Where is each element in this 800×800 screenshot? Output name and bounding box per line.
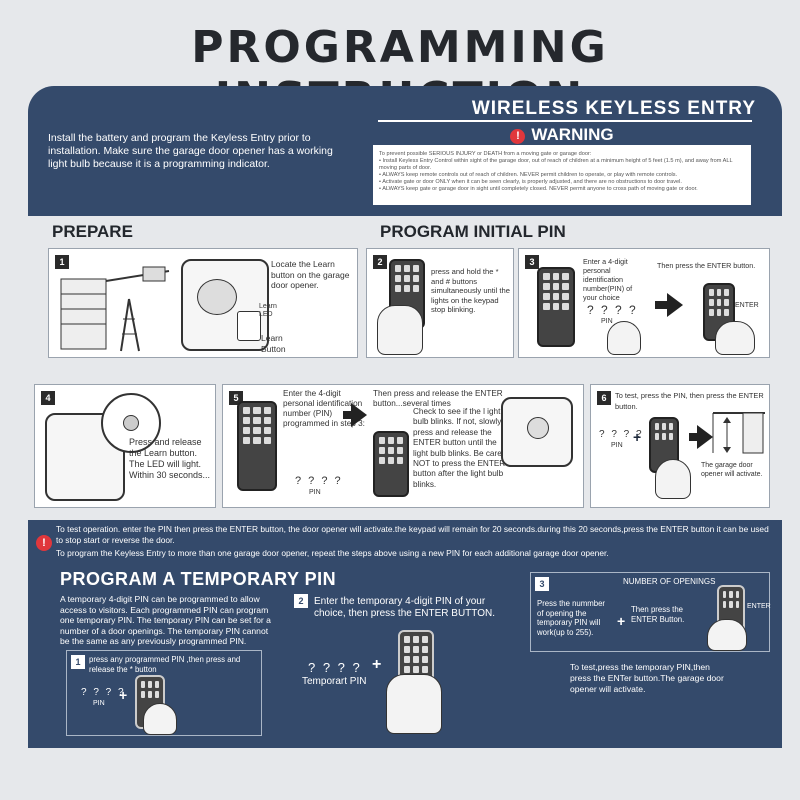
- warning-box: ! WARNING To prevent possible SERIOUS INJ…: [372, 124, 752, 206]
- step-number: 1: [71, 655, 85, 669]
- header-subtitle: WIRELESS KEYLESS ENTRY: [471, 98, 756, 119]
- pin-label: PIN: [93, 700, 105, 707]
- pin-label: PIN: [611, 442, 623, 449]
- warning-item: • Install Keyless Entry Control within s…: [379, 158, 733, 171]
- step-number: 2: [373, 255, 387, 269]
- plus-icon: +: [119, 687, 128, 703]
- step-number: 1: [55, 255, 69, 269]
- temporary-step-1: 1 press any programmed PIN ,then press a…: [66, 650, 262, 736]
- keypad-icon: [373, 431, 409, 497]
- openings-heading: NUMBER OF OPENINGS: [623, 577, 716, 586]
- arrow-icon: [655, 301, 667, 309]
- hand-icon: [715, 321, 755, 355]
- initial-pin-step-2: 2 press and hold the * and # buttons sim…: [366, 248, 514, 358]
- temp-step-2-text: Enter the temporary 4-digit PIN of your …: [314, 596, 495, 619]
- pin-placeholder: ? ? ? ?: [295, 475, 343, 487]
- note-line: To program the Keyless Entry to more tha…: [56, 548, 609, 558]
- step-number: 2: [294, 594, 308, 608]
- step-6-text: To test, press the PIN, then press the E…: [615, 391, 764, 411]
- keypad-icon: [237, 401, 277, 491]
- temporary-description: A temporary 4-digit PIN can be programme…: [60, 594, 271, 646]
- step-6-result: The garage door opener will activate.: [701, 462, 763, 478]
- arrow-icon: [689, 433, 697, 441]
- temp-step-3-then: Then press the ENTER Button.: [631, 605, 685, 624]
- initial-pin-heading: PROGRAM INITIAL PIN: [380, 222, 566, 241]
- warning-item: • ALWAYS keep gate or garage door in sig…: [379, 186, 698, 192]
- temp-step-3-text: Press the nummber of opening the tempora…: [537, 599, 606, 637]
- header-divider: [378, 120, 752, 122]
- step-4-text: Press and release the Learn button. The …: [129, 437, 211, 480]
- zoom-circle-icon: [101, 393, 161, 453]
- step-1-text: Locate the Learn button on the garage do…: [271, 259, 350, 290]
- temporary-step-3: 3 NUMBER OF OPENINGS Press the nummber o…: [530, 572, 771, 652]
- arrow-head-icon: [697, 425, 713, 449]
- pin-label: Temporart PIN: [302, 676, 367, 687]
- step-3-then: Then press the ENTER button.: [657, 261, 756, 270]
- alert-icon: !: [36, 535, 52, 551]
- notes-text: To test operation. enter the PIN then pr…: [56, 524, 776, 559]
- pin-placeholder: ? ? ? ?: [587, 303, 638, 317]
- step-number: 3: [525, 255, 539, 269]
- arrow-icon: [343, 411, 351, 419]
- finger-icon: [607, 321, 641, 355]
- plus-icon: +: [617, 613, 626, 629]
- warning-heading: WARNING: [531, 125, 614, 144]
- initial-pin-step-5: 5 Enter the 4-digit personal identificat…: [222, 384, 584, 508]
- initial-pin-step-3: 3 Enter a 4-digit personal identificatio…: [518, 248, 770, 358]
- warning-item: To prevent possible SERIOUS INJURY or DE…: [379, 151, 592, 157]
- prepare-step-1: 1 Locate the Learn button on the garage …: [48, 248, 358, 358]
- keypad-icon: [537, 267, 575, 347]
- step-number: 4: [41, 391, 55, 405]
- warning-bar: ! WARNING: [373, 125, 751, 145]
- learn-button-label: Learn Button: [261, 333, 286, 354]
- pin-placeholder: ? ? ? ?: [599, 429, 644, 440]
- learn-led-label: Learn LED: [259, 303, 277, 318]
- warning-list: To prevent possible SERIOUS INJURY or DE…: [379, 151, 747, 193]
- hand-icon: [143, 703, 177, 735]
- garage-illustration: [60, 266, 170, 352]
- learn-button-icon: [123, 415, 139, 431]
- pin-label: PIN: [601, 318, 613, 325]
- intro-text: Install the battery and program the Keyl…: [48, 132, 333, 170]
- step-number: 3: [535, 577, 549, 591]
- garage-opener-icon: [501, 397, 573, 467]
- hand-icon: [707, 619, 747, 651]
- step-5-text-3: Check to see if the l ight bulb blinks. …: [413, 407, 511, 489]
- enter-label: ENTER: [747, 603, 771, 610]
- pin-label: PIN: [309, 489, 321, 496]
- plus-icon: +: [633, 429, 642, 445]
- step-5-text-2: Then press and release the ENTER button.…: [373, 389, 503, 408]
- temporary-heading: PROGRAM A TEMPORARY PIN: [60, 569, 337, 589]
- pin-placeholder: ? ? ? ?: [81, 687, 126, 698]
- hand-icon: [377, 305, 423, 355]
- note-line: To test operation. enter the PIN then pr…: [56, 524, 769, 545]
- prepare-heading: PREPARE: [52, 222, 133, 241]
- step-2-text: press and hold the * and # buttons simul…: [431, 267, 510, 314]
- plus-icon: +: [372, 656, 382, 673]
- temporary-final-text: To test,press the temporary PIN,then pre…: [570, 662, 724, 694]
- enter-label: ENTER: [735, 302, 759, 309]
- prepare-step-4: 4 Press and release the Learn button. Th…: [34, 384, 216, 508]
- warning-item: • Activate gate or door ONLY when it can…: [379, 179, 682, 185]
- garage-door-icon: [712, 412, 765, 454]
- warning-item: • ALWAYS keep remote controls out of rea…: [379, 172, 678, 178]
- garage-opener-icon: [181, 259, 269, 351]
- opener-cover-icon: [197, 279, 237, 315]
- hand-icon: [655, 459, 691, 499]
- step-number: 6: [597, 391, 611, 405]
- temporary-step-2: 2 Enter the temporary 4-digit PIN of you…: [290, 590, 520, 740]
- arrow-head-icon: [667, 293, 683, 317]
- warning-icon: !: [510, 129, 526, 144]
- hand-icon: [386, 674, 442, 734]
- initial-pin-step-6: 6 To test, press the PIN, then press the…: [590, 384, 770, 508]
- arrow-head-icon: [351, 403, 367, 427]
- step-3-text: Enter a 4-digit personal identification …: [583, 257, 633, 302]
- temp-step-1-text: press any programmed PIN ,then press and…: [89, 655, 241, 674]
- light-bulb-icon: [527, 417, 549, 439]
- step-5-text-1: Enter the 4-digit personal identificatio…: [283, 389, 365, 428]
- learn-button-icon: [237, 311, 261, 341]
- pin-placeholder: ? ? ? ?: [308, 660, 362, 675]
